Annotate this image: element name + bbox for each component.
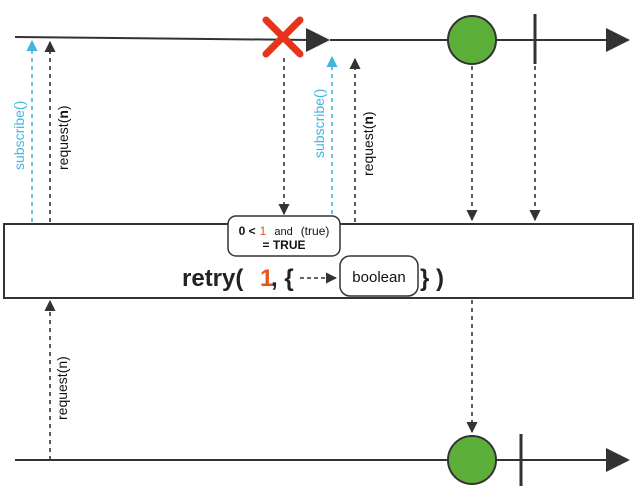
- request-label-1: request(n): [55, 105, 71, 170]
- operator-name: retry(: [182, 265, 243, 292]
- downstream-emission-marble: [447, 435, 497, 485]
- predicate-box: [339, 255, 419, 297]
- error-x-icon: [262, 16, 304, 58]
- upstream-timeline: [14, 28, 630, 52]
- subscribe-label-2: subscribe(): [311, 89, 327, 158]
- request-label-2: request(n): [360, 111, 376, 176]
- operator-after-count: , {: [271, 265, 294, 292]
- condition-line-2: = TRUE: [262, 238, 305, 252]
- retry-count: 1: [260, 265, 273, 292]
- operator-close: } ): [420, 265, 444, 292]
- predicate-box-label: boolean: [352, 269, 405, 286]
- upstream-emission-marble: [447, 15, 497, 65]
- downstream-request-label: request(n): [54, 356, 70, 420]
- subscribe-label-1: subscribe(): [11, 101, 27, 170]
- downstream-timeline: [15, 448, 630, 472]
- condition-bubble: [227, 215, 341, 257]
